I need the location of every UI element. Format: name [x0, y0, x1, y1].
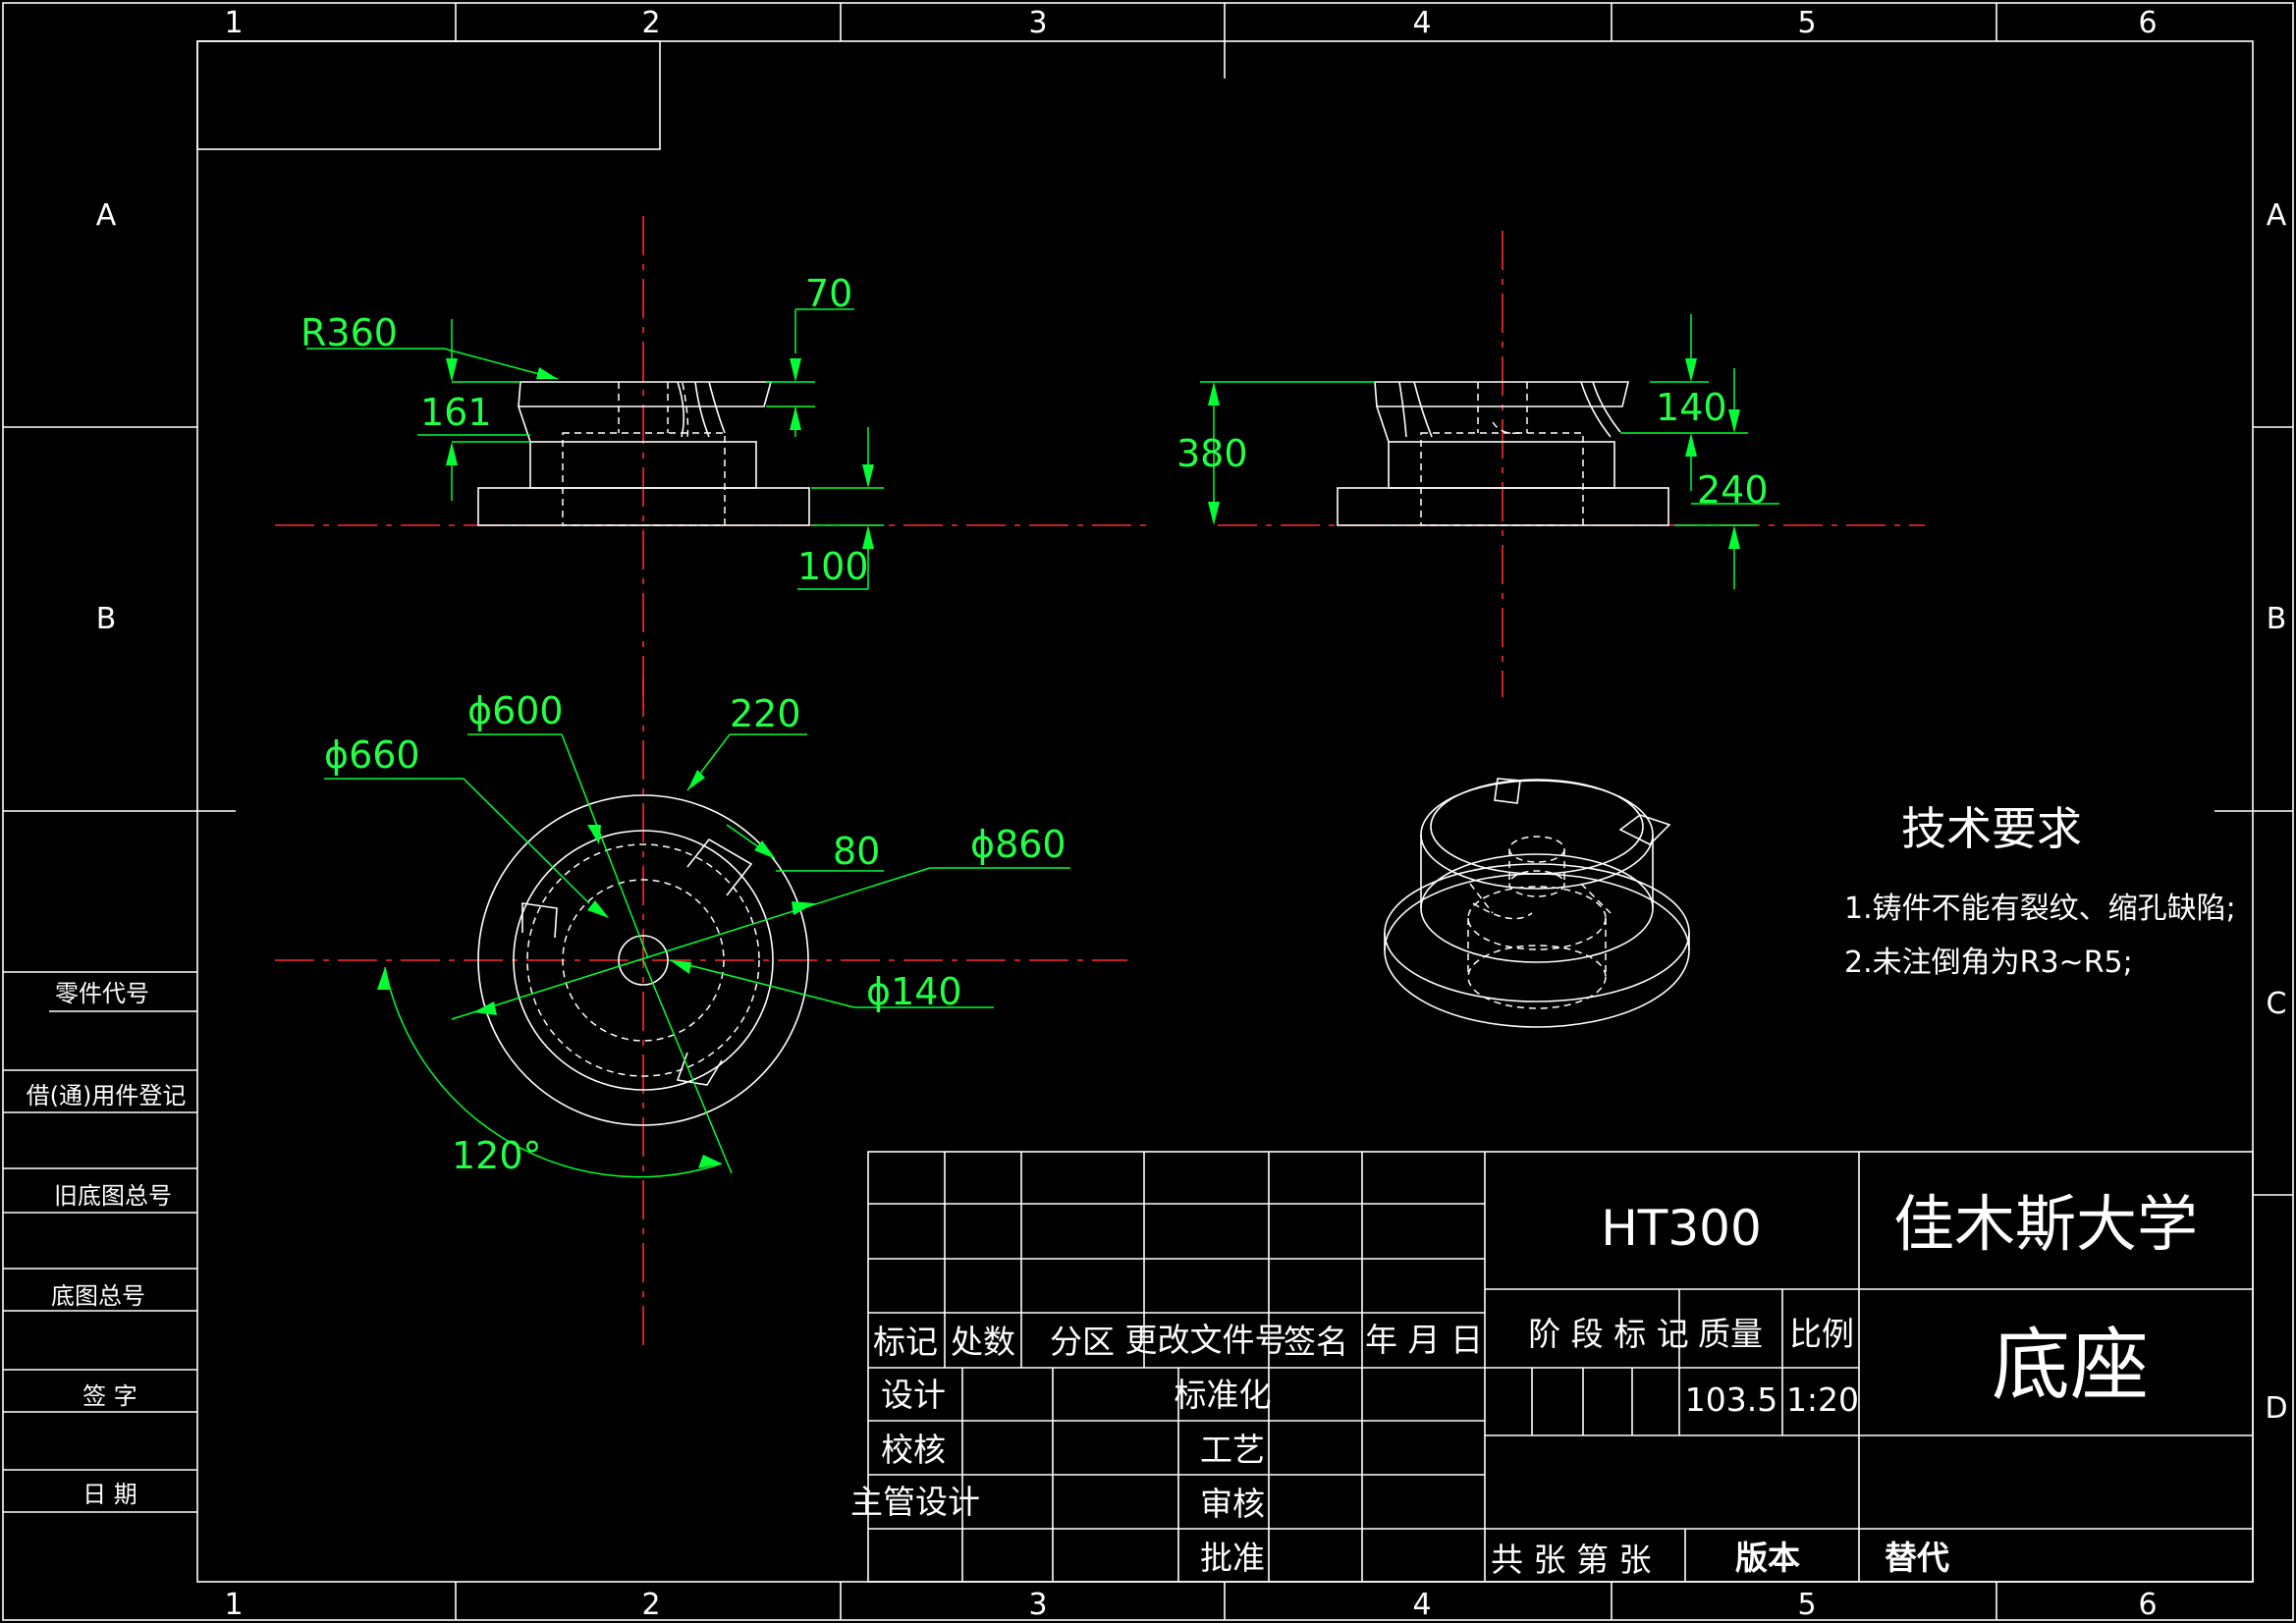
- header-cell: 分区: [1050, 1323, 1115, 1361]
- header-cell: 签名: [1284, 1323, 1348, 1361]
- dim-phi140: ϕ140: [866, 970, 962, 1013]
- role-cell: 标准化: [1175, 1376, 1272, 1414]
- note-item: 1.铸件不能有裂纹、缩孔缺陷;: [1844, 892, 2236, 926]
- row-label: B: [96, 602, 117, 636]
- col-label: 3: [1028, 6, 1047, 40]
- row-label: A: [96, 198, 117, 233]
- base-no-label: 底图总号: [51, 1282, 145, 1310]
- header-cell: 标记: [873, 1323, 938, 1361]
- material: HT300: [1601, 1200, 1762, 1257]
- date-label: 日 期: [82, 1481, 137, 1508]
- role-cell: 工艺: [1200, 1431, 1265, 1469]
- sheet-count: 共 张 第 张: [1491, 1541, 1651, 1579]
- col-label: 1: [224, 1588, 243, 1622]
- old-base-label: 旧底图总号: [54, 1182, 172, 1210]
- col-label: 4: [1412, 1588, 1431, 1622]
- dim-140: 140: [1656, 386, 1727, 429]
- role-cell: 批准: [1200, 1539, 1265, 1577]
- dim-100: 100: [797, 545, 869, 588]
- part-name: 底座: [1992, 1320, 2149, 1411]
- dim-120deg: 120°: [452, 1134, 542, 1177]
- col-label: 4: [1412, 6, 1431, 40]
- role-cell: 校核: [881, 1431, 946, 1469]
- zone-labels: 1 2 3 4 5 6 1 2 3 4 5 6 A B A B C D: [96, 6, 2288, 1622]
- header-cell: 更改文件号: [1125, 1321, 1287, 1359]
- dim-240: 240: [1697, 468, 1769, 512]
- header-cell: 年 月 日: [1365, 1321, 1483, 1359]
- school-name: 佳木斯大学: [1893, 1188, 2198, 1260]
- scale-value: 1:20: [1786, 1380, 1859, 1419]
- row-label: D: [2265, 1391, 2287, 1426]
- iso-view: [1384, 778, 1690, 1028]
- dim-80: 80: [833, 830, 880, 873]
- header-cell: 处数: [951, 1323, 1015, 1361]
- dim-r360: R360: [301, 311, 398, 354]
- borrowed-label: 借(通)用件登记: [27, 1082, 187, 1109]
- replace-label: 替代: [1885, 1539, 1949, 1577]
- col-label: 1: [224, 6, 243, 40]
- col-label: 6: [2138, 6, 2157, 40]
- mass-value: 103.5: [1685, 1380, 1777, 1419]
- front-view: R360 70 161 100: [275, 216, 1149, 707]
- dim-380: 380: [1176, 432, 1248, 475]
- col-label: 2: [641, 1588, 660, 1622]
- scale-label: 比例: [1789, 1315, 1854, 1353]
- row-label: B: [2267, 602, 2287, 636]
- role-cell: 主管设计: [850, 1483, 980, 1521]
- signature-label: 签 字: [82, 1382, 137, 1410]
- role-cell: 审核: [1200, 1485, 1265, 1523]
- side-view: 380 140 240: [1176, 231, 1925, 697]
- col-label: 5: [1797, 1588, 1816, 1622]
- mass-label: 质量: [1698, 1315, 1763, 1353]
- dim-phi660: ϕ660: [324, 733, 420, 777]
- col-label: 3: [1028, 1588, 1047, 1622]
- notes-title: 技术要求: [1901, 802, 2082, 855]
- note-item: 2.未注倒角为R3~R5;: [1844, 946, 2133, 980]
- row-label: C: [2267, 987, 2287, 1021]
- col-label: 6: [2138, 1588, 2157, 1622]
- col-label: 5: [1797, 6, 1816, 40]
- dim-phi600: ϕ600: [467, 689, 564, 732]
- part-code-label: 零件代号: [55, 980, 149, 1007]
- technical-notes: 技术要求 1.铸件不能有裂纹、缩孔缺陷; 2.未注倒角为R3~R5;: [1844, 802, 2236, 980]
- dim-220: 220: [730, 692, 801, 735]
- row-label: A: [2267, 198, 2287, 233]
- role-cell: 设计: [881, 1376, 946, 1414]
- title-block: 标记 处数 分区 更改文件号 签名 年 月 日 设计 校核 主管设计 标准化 工…: [850, 1151, 2254, 1583]
- col-label: 2: [641, 6, 660, 40]
- dim-phi860: ϕ860: [970, 823, 1066, 866]
- dim-70: 70: [805, 272, 852, 315]
- version-label: 版本: [1735, 1539, 1800, 1577]
- dim-161: 161: [420, 391, 492, 434]
- stage-label: 阶 段 标 记: [1528, 1315, 1688, 1353]
- left-strip: 零件代号 借(通)用件登记 旧底图总号 底图总号 签 字 日 期: [3, 971, 197, 1513]
- top-view: ϕ660 ϕ600 220 80 ϕ860 ϕ140 120°: [275, 677, 1127, 1350]
